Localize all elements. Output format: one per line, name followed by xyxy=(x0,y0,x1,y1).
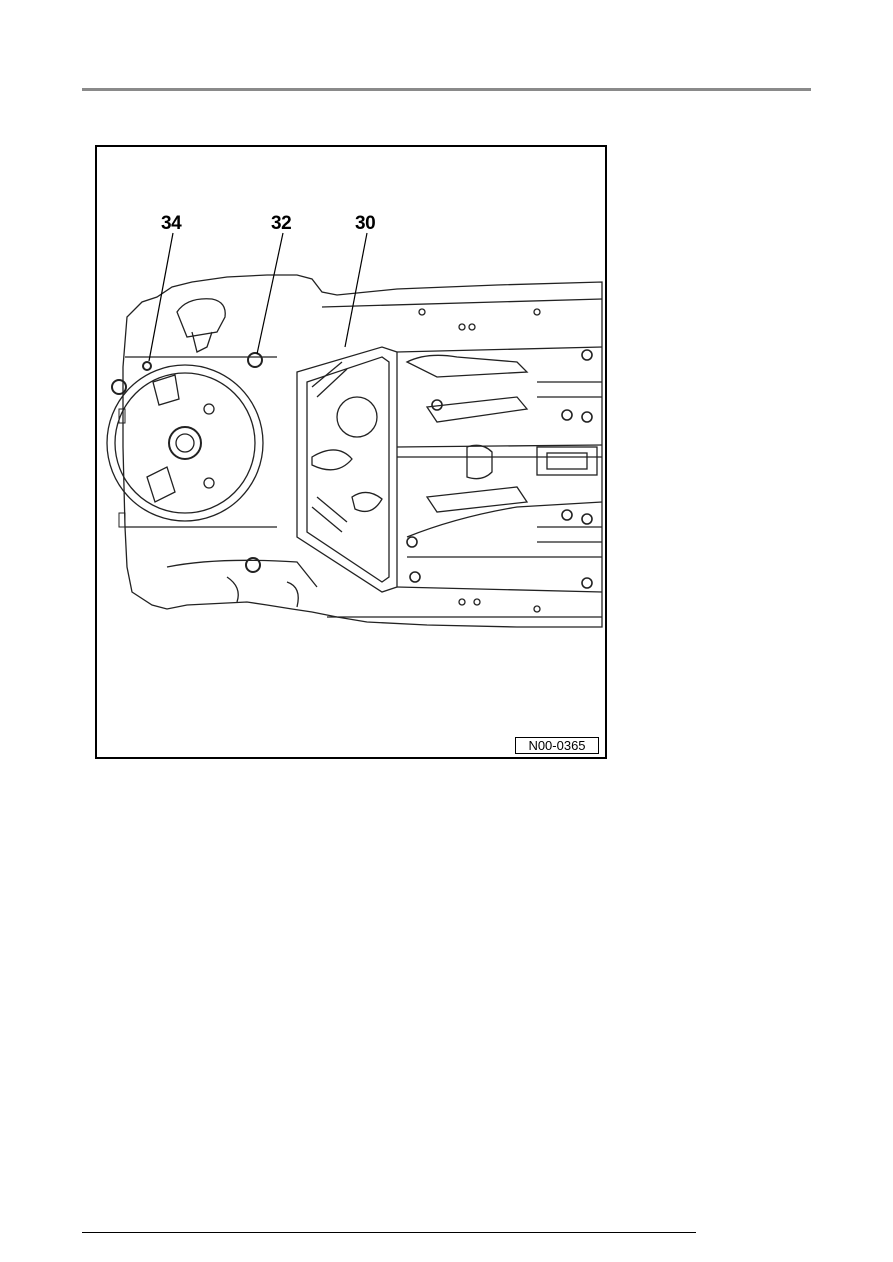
footer-rule xyxy=(82,1232,696,1233)
spare-wheel-well-outer xyxy=(106,364,264,522)
mount-point-32 xyxy=(247,352,263,368)
leader-34 xyxy=(148,232,174,362)
vehicle-underbody-drawing xyxy=(106,232,603,628)
spare-wheel-hub-inner xyxy=(175,433,195,453)
header-rule xyxy=(82,88,811,91)
figure-id-label: N00-0365 xyxy=(515,737,599,754)
spare-wheel-well-ring xyxy=(114,372,256,514)
leader-32 xyxy=(256,232,284,355)
leader-30 xyxy=(344,232,368,348)
spare-wheel-hub xyxy=(168,426,202,460)
mount-point-34 xyxy=(142,361,152,371)
callout-34: 34 xyxy=(161,213,182,234)
center-crossmember xyxy=(296,346,398,593)
underbody-outline xyxy=(122,274,603,628)
figure-frame: 34 32 30 N00-0365 xyxy=(95,145,607,759)
callout-32: 32 xyxy=(271,213,292,234)
callout-30: 30 xyxy=(355,213,376,234)
